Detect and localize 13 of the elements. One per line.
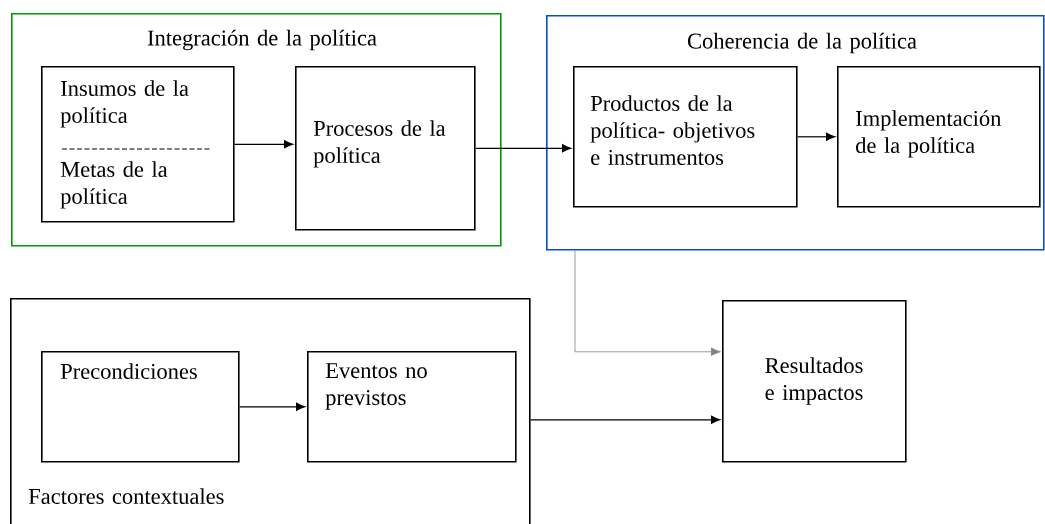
process-box: Insumos de la política Metas de la política xyxy=(41,66,235,223)
arrow xyxy=(797,132,836,141)
process-box: Eventos no previstos xyxy=(307,351,517,463)
arrow xyxy=(574,250,721,356)
process-box: Resultados e impactos xyxy=(722,300,907,463)
arrow xyxy=(234,140,294,149)
arrow xyxy=(239,402,306,411)
process-box: Implementación de la política xyxy=(837,66,1041,208)
arrow xyxy=(475,144,572,153)
process-box: Precondiciones xyxy=(41,351,240,463)
process-box: Productos de la política- objetivos e instrumentos xyxy=(573,66,798,208)
process-box: Procesos de la política xyxy=(295,66,476,231)
arrow xyxy=(530,415,721,424)
